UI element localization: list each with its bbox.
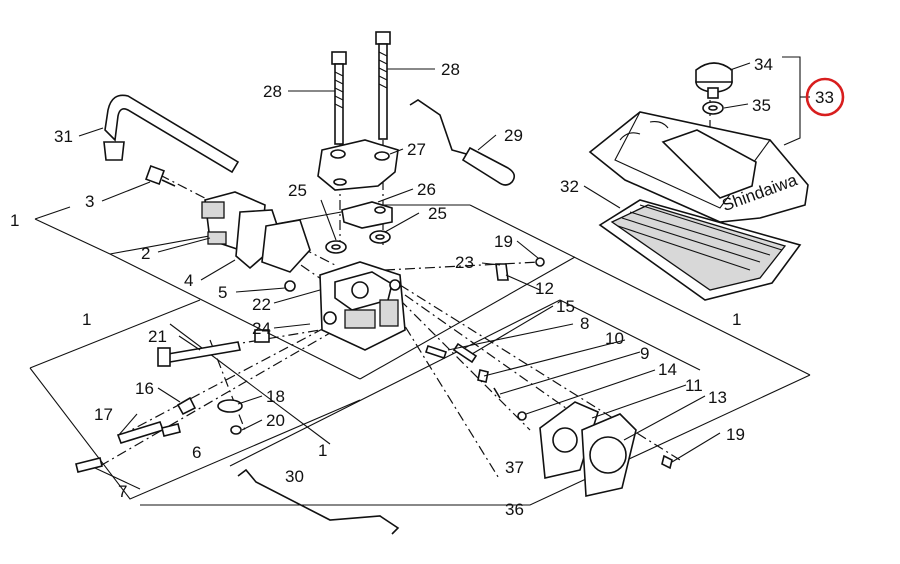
part-30-rod bbox=[237, 468, 400, 535]
part-35-washer bbox=[702, 101, 724, 115]
label-25: 25 bbox=[428, 204, 447, 223]
label-8: 8 bbox=[580, 314, 589, 333]
part-33-air-cleaner-cover: Shindaiwa bbox=[588, 111, 809, 223]
label-10: 10 bbox=[605, 329, 624, 348]
label-19: 19 bbox=[726, 425, 745, 444]
label-28: 28 bbox=[441, 60, 460, 79]
label-22: 22 bbox=[252, 295, 271, 314]
label-31: 31 bbox=[54, 127, 73, 146]
label-2: 2 bbox=[141, 244, 150, 263]
label-25: 25 bbox=[288, 181, 307, 200]
label-35: 35 bbox=[752, 96, 771, 115]
label-37: 37 bbox=[505, 458, 524, 477]
label-6: 6 bbox=[192, 443, 201, 462]
part-needle-valve bbox=[424, 257, 545, 421]
label-1: 1 bbox=[732, 310, 741, 329]
part-32-air-filter bbox=[598, 199, 802, 301]
label-29: 29 bbox=[504, 126, 523, 145]
label-32: 32 bbox=[560, 177, 579, 196]
part-3-fitting bbox=[145, 165, 176, 187]
label-5: 5 bbox=[218, 283, 227, 302]
label-30: 30 bbox=[285, 467, 304, 486]
carburetor-body bbox=[319, 261, 406, 351]
part-25-gaskets bbox=[325, 230, 391, 254]
bracket-33 bbox=[782, 56, 810, 146]
label-4: 4 bbox=[184, 271, 193, 290]
label-27: 27 bbox=[407, 140, 426, 159]
label-13: 13 bbox=[708, 388, 727, 407]
label-26: 26 bbox=[417, 180, 436, 199]
part-13-metering-cover bbox=[539, 401, 673, 497]
part-2-pump-cover bbox=[201, 191, 311, 292]
label-1: 1 bbox=[318, 441, 327, 460]
label-21: 21 bbox=[148, 327, 167, 346]
label-1: 1 bbox=[10, 211, 19, 230]
label-20: 20 bbox=[266, 411, 285, 430]
assembly-frame bbox=[29, 204, 811, 506]
leader-lines bbox=[78, 62, 751, 490]
label-1: 1 bbox=[82, 310, 91, 329]
label-9: 9 bbox=[640, 344, 649, 363]
part-21-throttle-shaft bbox=[157, 329, 270, 367]
label-7: 7 bbox=[118, 482, 127, 501]
part-29-choke-rod bbox=[409, 99, 516, 186]
label-18: 18 bbox=[266, 387, 285, 406]
part-16-17-screws bbox=[75, 396, 197, 473]
label-15: 15 bbox=[556, 297, 575, 316]
label-24: 24 bbox=[252, 319, 271, 338]
part-26-plate bbox=[341, 201, 393, 229]
label-36: 36 bbox=[505, 500, 524, 519]
highlight-circle bbox=[805, 77, 845, 117]
label-12: 12 bbox=[535, 279, 554, 298]
label-16: 16 bbox=[135, 379, 154, 398]
label-11: 11 bbox=[685, 376, 703, 395]
label-17: 17 bbox=[94, 405, 113, 424]
callout-labels: 1 1 1 1 2 3 4 5 6 7 8 9 10 11 12 13 14 1… bbox=[10, 55, 834, 519]
label-3: 3 bbox=[85, 192, 94, 211]
part-31-pipe bbox=[103, 94, 240, 174]
part-28-bolts bbox=[331, 31, 391, 145]
label-14: 14 bbox=[658, 360, 677, 379]
part-34-knob bbox=[695, 62, 733, 99]
label-19: 19 bbox=[494, 232, 513, 251]
part-27-bracket bbox=[317, 139, 399, 191]
label-23: 23 bbox=[455, 253, 474, 272]
part-18-20-washer bbox=[217, 399, 243, 435]
label-28: 28 bbox=[263, 82, 282, 101]
label-33: 33 bbox=[815, 88, 834, 107]
label-34: 34 bbox=[754, 55, 773, 74]
